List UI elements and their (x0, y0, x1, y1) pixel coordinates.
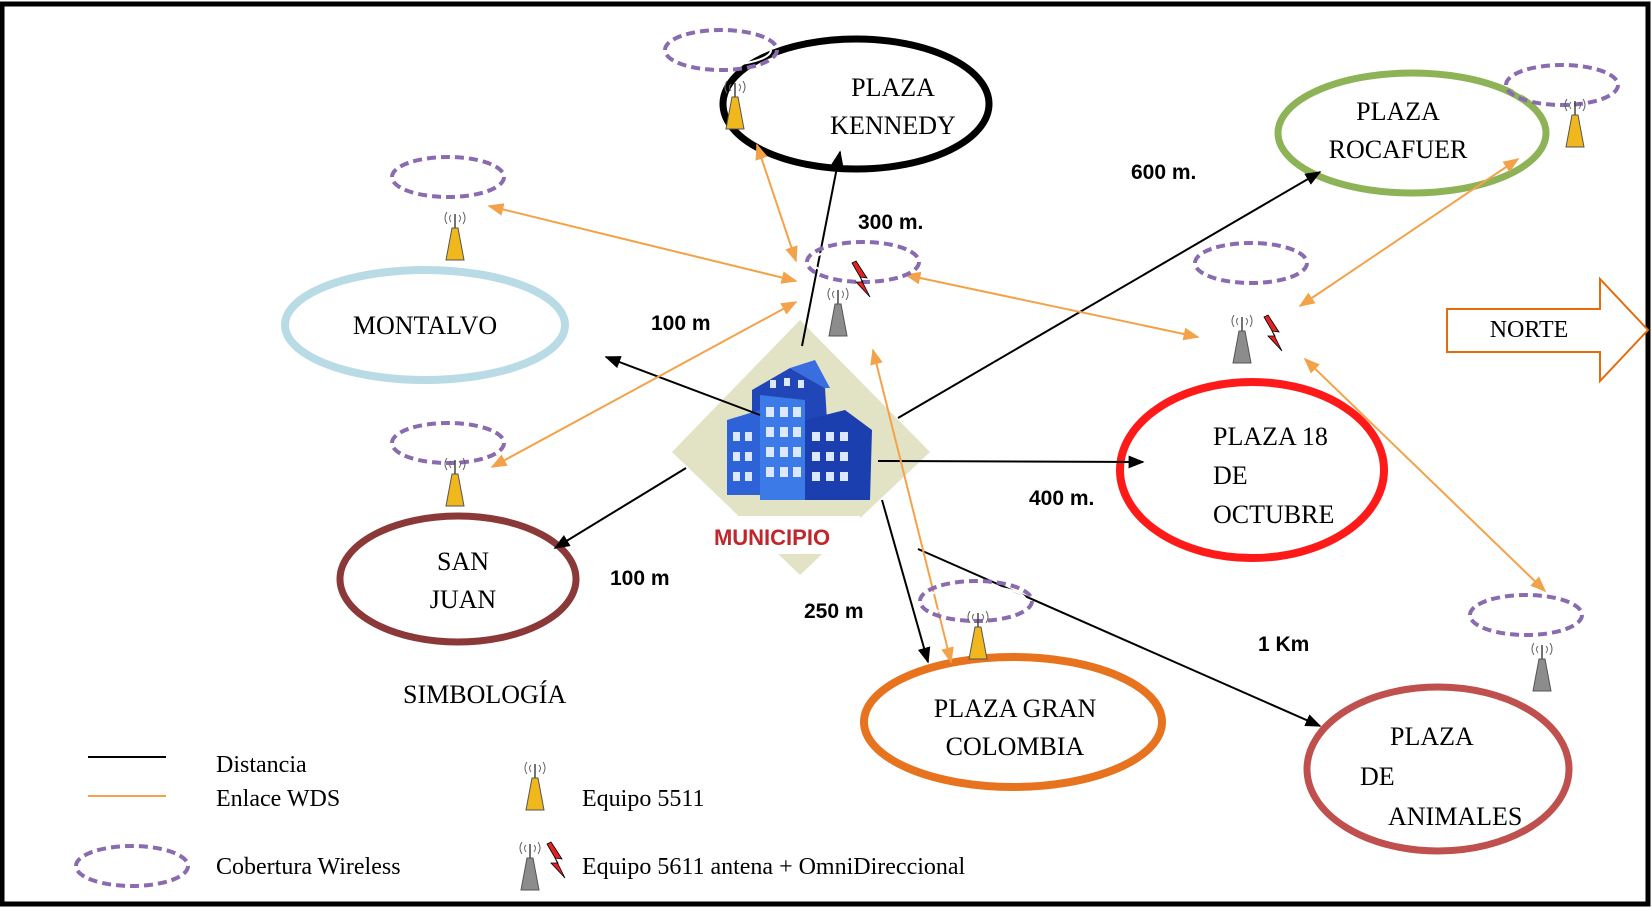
octubre-label-line1: PLAZA 18 (1213, 422, 1328, 451)
legend-equipo5511-label: Equipo 5511 (582, 786, 704, 812)
distance-label-sanjuan: 100 m (610, 567, 670, 590)
kennedy-label-line1: PLAZA (851, 73, 935, 102)
wds-link-repeater (904, 271, 1200, 341)
distance-label-grancolombia: 250 m (804, 600, 864, 623)
equipo5511-icon (444, 211, 466, 261)
legend: SIMBOLOGÍA Distancia Enlace WDS Cobertur… (74, 680, 966, 891)
kennedy-ellipse (719, 35, 993, 173)
coverage-icon (390, 155, 506, 199)
distance-arrow-sanjuan (553, 467, 687, 549)
octubre-label-line3: OCTUBRE (1213, 500, 1334, 529)
legend-wds-label: Enlace WDS (216, 786, 340, 812)
equipo5611-icon (1531, 642, 1553, 692)
equipment-animales (1468, 593, 1584, 692)
north-arrow: NORTE (1446, 276, 1650, 384)
sanjuan-label-line2: JUAN (430, 585, 497, 614)
coverage-icon (1193, 241, 1309, 285)
distance-label-montalvo: 100 m (651, 312, 711, 335)
lightning-icon (1263, 314, 1283, 352)
octubre-ellipse (1116, 378, 1388, 562)
equipo5611-icon (827, 287, 849, 337)
coverage-icon (1504, 63, 1620, 107)
equipo5511-icon (967, 610, 989, 660)
distance-label-animales: 1 Km (1258, 633, 1309, 656)
animales-label-line3: ANIMALES (1388, 802, 1522, 831)
coverage-icon (1468, 593, 1584, 637)
wds-link-sanjuan (490, 301, 798, 468)
municipio-label-bg (680, 516, 860, 554)
wds-link-montalvo (487, 203, 798, 284)
distance-arrow-animales (917, 548, 1322, 727)
coverage-icon (390, 421, 506, 465)
municipio-label: MUNICIPIO (714, 525, 830, 550)
equipment-repeater (1193, 241, 1309, 364)
distance-arrow-octubre (877, 455, 1145, 469)
grancolombia-label-line2: COLOMBIA (946, 732, 1085, 761)
grancolombia-ellipse (860, 653, 1166, 791)
sanjuan-label-line1: SAN (437, 547, 489, 576)
grancolombia-label-line1: PLAZA GRAN (934, 694, 1097, 723)
animales-label-line2: DE (1360, 762, 1395, 791)
equipment-sanjuan (390, 421, 506, 507)
animales-label-line1: PLAZA (1390, 722, 1474, 751)
rocafuer-label-line1: PLAZA (1356, 97, 1440, 126)
legend-coverage-label: Cobertura Wireless (216, 854, 401, 880)
legend-lightning-icon (546, 841, 566, 879)
lightning-icon (851, 260, 871, 298)
legend-equipo5511-icon (524, 761, 546, 811)
legend-equipo5611-label: Equipo 5611 antena + OmniDireccional (582, 854, 966, 880)
equipment-grancolombia (918, 579, 1034, 660)
octubre-label-line2: DE (1213, 461, 1248, 490)
legend-distance-label: Distancia (216, 752, 307, 778)
distance-arrow-grancolombia (881, 499, 931, 664)
equipment-montalvo (390, 155, 506, 261)
sanjuan-ellipse (336, 512, 580, 646)
north-label: NORTE (1490, 317, 1569, 343)
distance-label-kennedy: 300 m. (858, 211, 923, 234)
equipo5511-icon (444, 457, 466, 507)
montalvo-label: MONTALVO (353, 311, 497, 340)
coverage-icon (918, 579, 1034, 623)
wds-links (487, 143, 1547, 664)
legend-title: SIMBOLOGÍA (403, 680, 566, 709)
distance-label-octubre: 400 m. (1029, 487, 1094, 510)
rocafuer-ellipse (1274, 69, 1550, 197)
rocafuer-label-line2: ROCAFUER (1329, 135, 1468, 164)
animales-ellipse (1303, 683, 1573, 855)
distance-label-rocafuer: 600 m. (1131, 161, 1196, 184)
legend-coverage-icon (74, 844, 190, 888)
legend-equipo5611-icon (519, 841, 541, 891)
north-arrow-icon (1446, 276, 1650, 384)
wds-link-rocafuer (1298, 158, 1520, 307)
equipment-municipio (805, 240, 921, 337)
equipo5611-icon (1231, 314, 1253, 364)
kennedy-label-line2: KENNEDY (830, 111, 956, 140)
wds-link-animales (1303, 357, 1547, 593)
